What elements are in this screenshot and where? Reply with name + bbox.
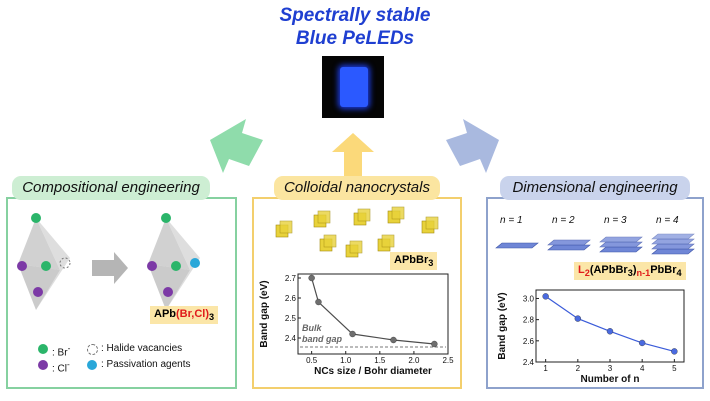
x-axis-label: NCs size / Bohr diameter (314, 366, 432, 377)
nanocrystal-icon (319, 234, 337, 252)
x-tick-label: 1.0 (340, 356, 352, 365)
x-tick-label: 5 (672, 364, 677, 373)
n-label-4: n = 4 (656, 215, 679, 226)
blue-arrow-icon (446, 119, 499, 173)
data-point (315, 298, 322, 306)
x-tick-label: 3 (608, 364, 613, 373)
y-tick-label: 2.4 (285, 334, 297, 343)
y-tick-label: 3.0 (523, 294, 535, 303)
nanocrystal-icon (353, 208, 371, 226)
layered-perovskite-diagram (495, 233, 695, 255)
led-emission-image (322, 56, 384, 118)
vacancy-legend-icon (87, 344, 98, 355)
mixed-halide-formula: APb(Br,Cl)3 (150, 306, 219, 325)
x-tick-label: 2 (576, 364, 581, 373)
nanocrystal-icon (313, 210, 331, 228)
dimensional-header: Dimensional engineering (500, 176, 690, 200)
nanocrystal-illustration (275, 206, 439, 258)
plot-frame (535, 289, 685, 363)
nanocrystal-icon (377, 234, 395, 252)
y-tick-label: 2.6 (285, 294, 297, 303)
data-point (349, 330, 356, 338)
data-point (606, 328, 614, 335)
passivation-legend-icon (87, 360, 97, 370)
cl-legend-label: : Cl- (52, 359, 70, 375)
x-tick-label: 4 (640, 364, 645, 373)
x-tick-label: 2.0 (408, 356, 420, 365)
x-tick-label: 1 (543, 364, 548, 373)
compositional-header: Compositional engineering (12, 176, 210, 200)
data-point (431, 340, 438, 348)
x-tick-label: 0.5 (306, 356, 318, 365)
octahedra-diagram (17, 213, 200, 310)
br-legend-icon (38, 344, 48, 354)
data-point (671, 348, 678, 355)
bulk-annotation-line-2: band gap (302, 334, 343, 344)
nanocrystal-icon (387, 206, 405, 224)
y-tick-label: 2.6 (523, 337, 535, 346)
slab-n2-icon (547, 239, 591, 251)
passivation-legend-label: : Passivation agents (101, 359, 191, 370)
n-label-1: n = 1 (500, 215, 523, 226)
n-label-2: n = 2 (552, 215, 575, 226)
slab-n1-icon (495, 242, 539, 249)
y-axis-label: Band gap (eV) (259, 280, 270, 347)
plot-frame (297, 273, 449, 355)
br-legend-label: : Br- (52, 343, 71, 359)
data-point (638, 339, 646, 347)
slab-n4-icon (651, 233, 695, 255)
x-tick-label: 2.5 (442, 356, 454, 365)
x-tick-label: 1.5 (374, 356, 386, 365)
layered-formula: L2(APbBr3)n-1PbBr4 (574, 262, 686, 281)
data-point (542, 293, 549, 300)
nanocrystal-formula: APbBr3 (390, 252, 438, 271)
data-point (574, 315, 582, 322)
nanocrystal-header: Colloidal nanocrystals (274, 176, 440, 200)
slab-n3-icon (599, 236, 643, 253)
cl-legend-icon (38, 360, 48, 370)
data-point (390, 336, 397, 344)
x-axis-label: Number of n (581, 374, 640, 385)
data-point (308, 274, 315, 282)
nanocrystal-icon (345, 240, 363, 258)
y-axis-label: Band gap (eV) (497, 292, 508, 359)
green-arrow-icon (210, 119, 263, 173)
n-label-3: n = 3 (604, 215, 627, 226)
title-line-1: Spectrally stable (279, 5, 431, 26)
vacancy-legend-label: : Halide vacancies (101, 343, 183, 354)
y-tick-label: 2.7 (285, 274, 297, 283)
y-tick-label: 2.8 (523, 316, 535, 325)
yellow-arrow-icon (332, 133, 374, 176)
y-tick-label: 2.4 (523, 358, 535, 367)
y-tick-label: 2.5 (285, 314, 297, 323)
title-line-2: Blue PeLEDs (295, 28, 415, 49)
series-line (545, 295, 675, 352)
nanocrystal-icon (421, 216, 439, 234)
bulk-annotation-line-1: Bulk (302, 323, 322, 333)
nanocrystal-icon (275, 220, 293, 238)
